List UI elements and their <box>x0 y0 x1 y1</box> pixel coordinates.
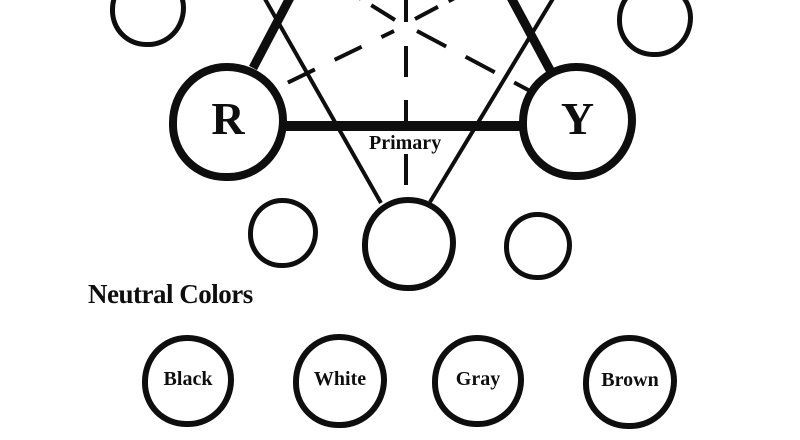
primary-circle-r: R <box>169 63 287 181</box>
neutral-circle-brown: Brown <box>583 335 677 429</box>
secondary-triangle-right-side <box>428 0 555 204</box>
secondary-circle-bottom <box>362 197 456 291</box>
primary-circle-y-label: Y <box>560 92 595 144</box>
dashed-spoke-up-left <box>359 0 397 22</box>
neutral-circle-black: Black <box>142 335 234 427</box>
neutral-circle-gray-label: Gray <box>455 367 501 390</box>
tertiary-circle-right <box>504 212 572 280</box>
tertiary-circle-left <box>248 198 318 268</box>
primary-circle-r-label: R <box>211 93 245 144</box>
dashed-spoke-down-left <box>284 29 395 86</box>
neutral-circle-brown-label: Brown <box>601 368 659 391</box>
primary-triangle-right-side <box>507 0 554 73</box>
neutral-circle-black-label: Black <box>163 367 213 390</box>
dashed-spoke-down-right <box>416 29 533 94</box>
primary-edge-label: Primary <box>369 132 442 154</box>
neutral-circle-white: White <box>293 334 387 428</box>
neutral-circle-white-label: White <box>313 367 367 390</box>
primary-circle-y: Y <box>519 63 636 180</box>
primary-triangle-left-side <box>249 0 294 71</box>
neutral-colors-heading: Neutral Colors <box>88 279 253 309</box>
dashed-spoke-up-right <box>414 0 456 21</box>
secondary-triangle-left-side <box>263 0 383 204</box>
neutral-circle-gray: Gray <box>432 335 524 427</box>
